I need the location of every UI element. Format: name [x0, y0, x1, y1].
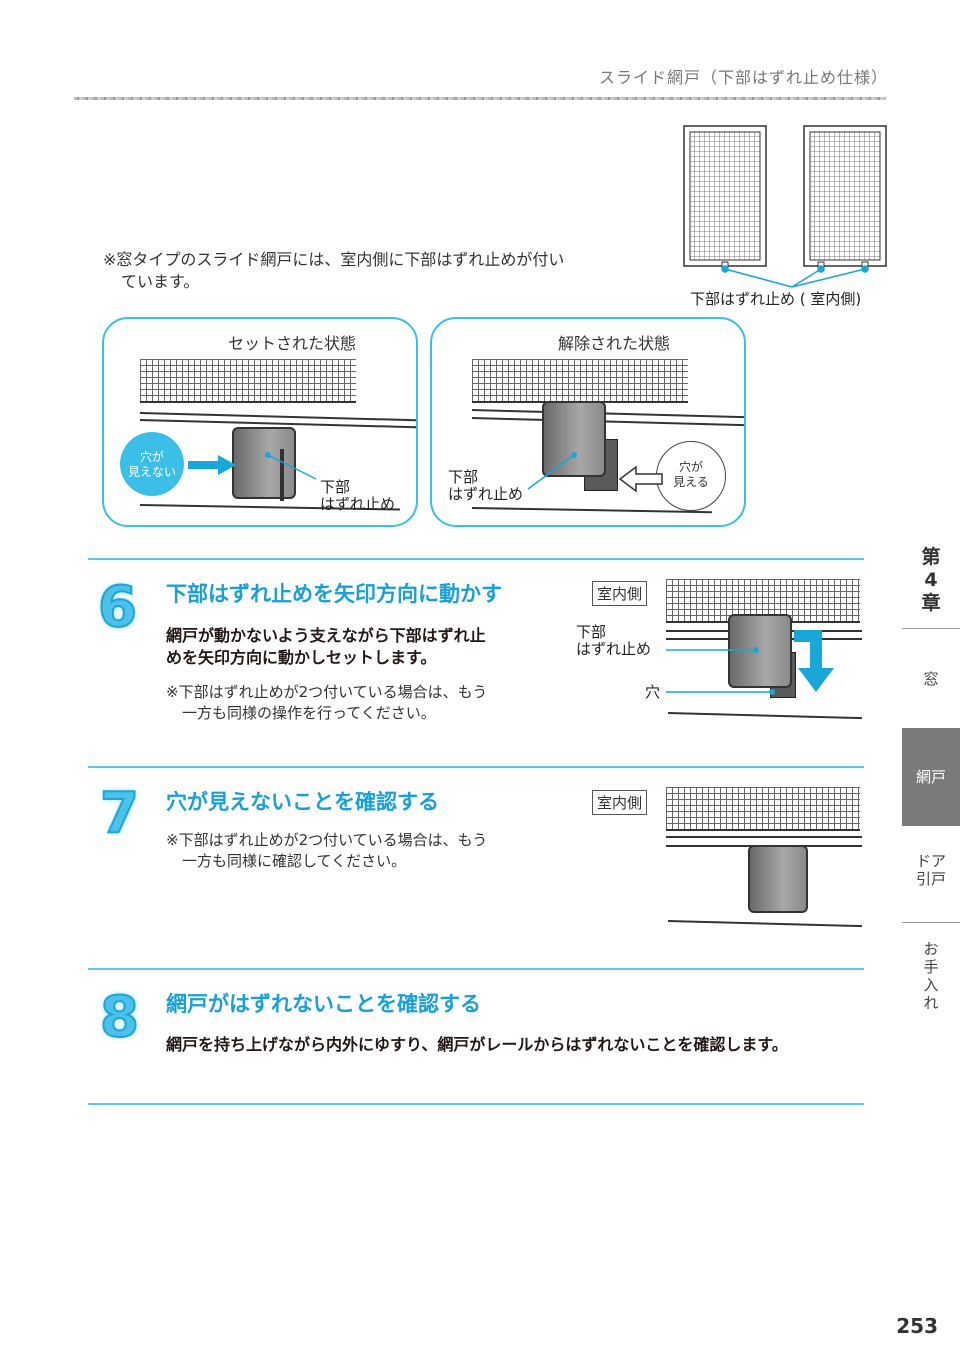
- window-illustration: [683, 125, 887, 288]
- step-7-number: 7: [99, 781, 140, 846]
- sidebar-item-screen-door[interactable]: 網戸: [902, 728, 960, 826]
- running-header: スライド網戸（下部はずれ止め仕様）: [598, 68, 888, 87]
- right-screen-panel: [803, 125, 887, 267]
- step-6-hole-label: 穴: [645, 683, 661, 701]
- page-number: 253: [896, 1314, 938, 1338]
- left-arrow-icon: [618, 465, 663, 493]
- indoor-side-tag: 室内側: [592, 581, 648, 606]
- intro-note-line1: ※窓タイプのスライド網戸には、室内側に下部はずれ止めが付い: [103, 250, 565, 269]
- panel-released-title: 解除された状態: [558, 334, 671, 353]
- step-6-stopper-label: 下部 はずれ止め: [576, 623, 652, 658]
- chapter-label: 第 4 章: [921, 546, 941, 614]
- step-6-number: 6: [97, 575, 138, 640]
- panel-set-title: セットされた状態: [228, 334, 357, 353]
- step-8-number: 8: [99, 985, 140, 1050]
- section-divider: [88, 968, 864, 970]
- stopper-block: [542, 401, 606, 477]
- section-divider: [88, 766, 864, 768]
- hole-hidden-bubble: 穴が 見えない: [120, 432, 184, 496]
- sidebar-divider: [902, 922, 960, 923]
- section-divider: [88, 558, 864, 560]
- left-screen-panel: [683, 125, 767, 267]
- step-8-title: 網戸がはずれないことを確認する: [166, 992, 481, 1016]
- right-arrow-icon: [188, 455, 236, 475]
- set-mesh: [140, 359, 356, 403]
- leader-lines: [721, 265, 869, 288]
- sidebar-item-door-sliding[interactable]: ドア 引戸: [915, 852, 946, 888]
- step-6-note: ※下部はずれ止めが2つ付いている場合は、もう 一方も同様の操作を行ってください。: [166, 683, 488, 722]
- stopper-block: [728, 614, 792, 688]
- step-6-title: 下部はずれ止めを矢印方向に動かす: [166, 582, 502, 606]
- leader-line: [527, 452, 577, 490]
- intro-note: ※窓タイプのスライド網戸には、室内側に下部はずれ止めが付い ています。: [103, 249, 564, 293]
- step-8-body: 網戸を持ち上げながら内外にゆすり、網戸がレールからはずれないことを確認します。: [166, 1035, 788, 1054]
- step-6-body: 網戸が動かないよう支えながら下部はずれ止 めを矢印方向に動かしセットします。: [166, 626, 486, 667]
- step-7-title: 穴が見えないことを確認する: [166, 790, 439, 814]
- stopper-block: [748, 845, 808, 913]
- sidebar-item-label: 網戸: [915, 768, 946, 786]
- intro-note-line2: ています。: [121, 272, 200, 291]
- sidebar-item-window[interactable]: 窓: [923, 670, 939, 688]
- section-divider: [88, 1103, 864, 1105]
- window-label: 下部はずれ止め ( 室内側): [690, 290, 862, 308]
- leader-lines: [666, 647, 775, 695]
- sidebar-divider: [902, 628, 960, 629]
- sidebar-item-maintenance[interactable]: お 手 入 れ: [923, 940, 939, 1012]
- set-label: 下部 はずれ止め: [320, 478, 396, 513]
- released-label: 下部 はずれ止め: [448, 468, 524, 503]
- indoor-side-tag: 室内側: [592, 790, 648, 815]
- released-mesh: [472, 359, 688, 403]
- header-divider: [74, 97, 886, 100]
- leader-line: [265, 452, 317, 480]
- panel-set-state: セットされた状態 穴が 見えない 下部 はずれ止め: [102, 317, 418, 527]
- step7-mesh: [666, 787, 860, 831]
- hole-visible-bubble: 穴が 見える: [656, 441, 726, 511]
- step-7-note: ※下部はずれ止めが2つ付いている場合は、もう 一方も同様に確認してください。: [166, 831, 488, 870]
- panel-released-state: 解除された状態 穴が 見える 下部 はずれ止め: [430, 317, 746, 527]
- down-arrow-icon: [794, 630, 834, 692]
